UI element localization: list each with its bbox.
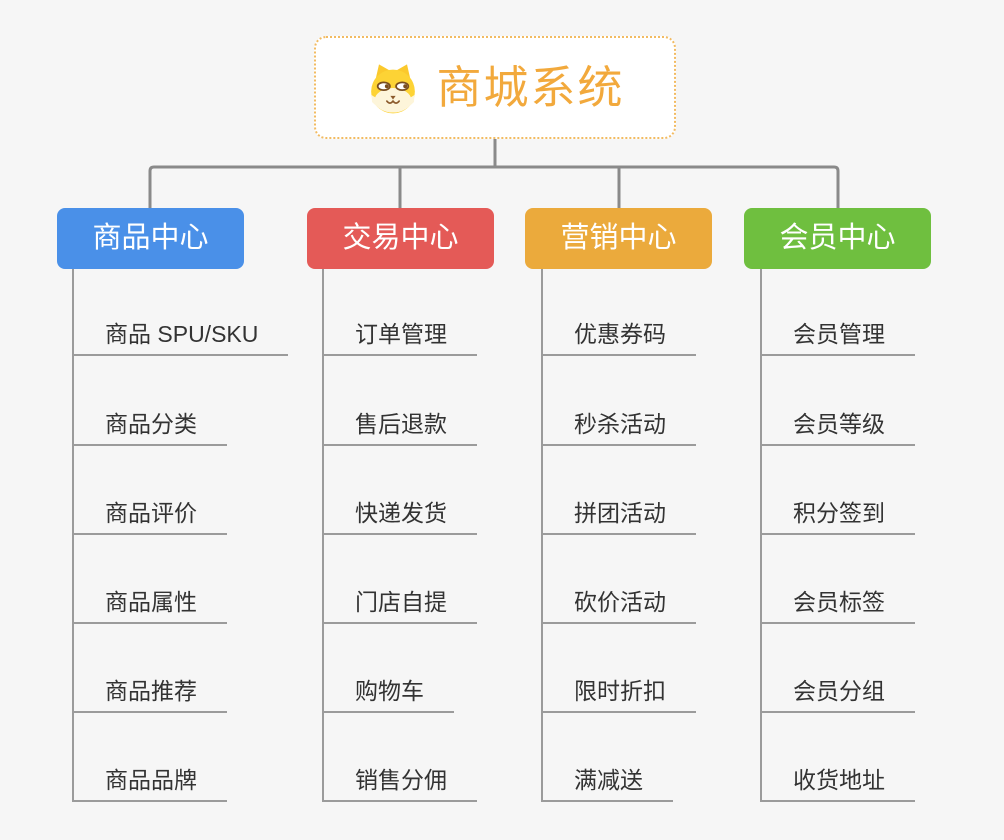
leaf-node[interactable]: 商品推荐 bbox=[72, 677, 227, 713]
leaf-node[interactable]: 快递发货 bbox=[322, 499, 477, 535]
dog-face-icon bbox=[365, 59, 421, 117]
leaf-node[interactable]: 销售分佣 bbox=[322, 766, 477, 802]
leaf-node[interactable]: 优惠券码 bbox=[541, 320, 696, 356]
leaf-node[interactable]: 商品分类 bbox=[72, 410, 227, 446]
branch-marketing-center[interactable]: 营销中心 bbox=[525, 208, 712, 269]
root-node-mall-system[interactable]: 商城系统 bbox=[314, 36, 676, 139]
leaf-node[interactable]: 拼团活动 bbox=[541, 499, 696, 535]
leaf-node[interactable]: 限时折扣 bbox=[541, 677, 696, 713]
leaf-node[interactable]: 会员分组 bbox=[760, 677, 915, 713]
branch-product-center[interactable]: 商品中心 bbox=[57, 208, 244, 269]
leaf-node[interactable]: 会员标签 bbox=[760, 588, 915, 624]
trunk-connector bbox=[148, 137, 840, 210]
root-title: 商城系统 bbox=[436, 62, 625, 113]
leaf-node[interactable]: 会员管理 bbox=[760, 320, 915, 356]
leaf-node[interactable]: 满减送 bbox=[541, 766, 673, 802]
leaf-node[interactable]: 商品 SPU/SKU bbox=[72, 320, 289, 356]
leaf-node[interactable]: 秒杀活动 bbox=[541, 410, 696, 446]
leaf-node[interactable]: 门店自提 bbox=[322, 588, 477, 624]
leaf-node[interactable]: 售后退款 bbox=[322, 410, 477, 446]
branch-member-center[interactable]: 会员中心 bbox=[744, 208, 931, 269]
leaf-node[interactable]: 积分签到 bbox=[760, 499, 915, 535]
leaf-node[interactable]: 商品品牌 bbox=[72, 766, 227, 802]
branch-trade-center[interactable]: 交易中心 bbox=[307, 208, 494, 269]
leaf-node[interactable]: 订单管理 bbox=[322, 320, 477, 356]
leaf-node[interactable]: 砍价活动 bbox=[541, 588, 696, 624]
leaf-node[interactable]: 收货地址 bbox=[760, 766, 915, 802]
leaf-node[interactable]: 商品评价 bbox=[72, 499, 227, 535]
leaf-node[interactable]: 购物车 bbox=[322, 677, 454, 713]
leaf-node[interactable]: 商品属性 bbox=[72, 588, 227, 624]
leaf-node[interactable]: 会员等级 bbox=[760, 410, 915, 446]
